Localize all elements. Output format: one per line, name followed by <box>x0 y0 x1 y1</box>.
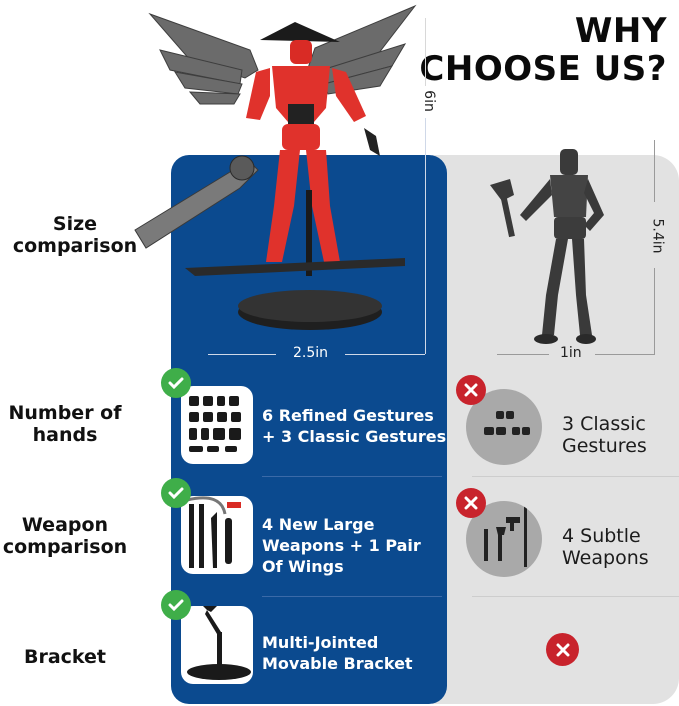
their-hands-text: 3 Classic Gestures <box>562 413 647 457</box>
hand-gestures-small-icon <box>484 411 530 435</box>
row-label-size-line1: Size <box>52 213 98 235</box>
cross-icon <box>456 375 486 405</box>
row-label-weapons-line1: Weapon <box>21 514 109 536</box>
row-label-size: Size comparison <box>0 213 150 257</box>
check-icon <box>161 590 191 620</box>
hand-gestures-thumbnail <box>181 386 253 464</box>
headline-line-2: CHOOSE US? <box>419 49 667 89</box>
our-weapons-line2: Weapons + 1 Pair <box>262 536 421 555</box>
their-weapons-line2: Weapons <box>562 547 649 569</box>
our-bracket-line2: Movable Bracket <box>262 654 413 673</box>
their-width-label: 1in <box>560 345 582 361</box>
our-hands-text: 6 Refined Gestures + 3 Classic Gestures <box>262 405 446 447</box>
bracket-thumbnail <box>181 606 253 684</box>
divider <box>472 476 679 477</box>
our-weapons-line3: Of Wings <box>262 557 344 576</box>
check-icon <box>161 478 191 508</box>
row-label-size-line2: comparison <box>12 235 138 257</box>
their-height-label: 5.4in <box>649 218 666 254</box>
row-label-bracket-line1: Bracket <box>23 646 107 668</box>
headline-line-1: WHY <box>574 11 667 51</box>
weapons-small-icon <box>484 501 527 567</box>
red-action-figure-image <box>134 4 417 330</box>
height-dimension-line <box>425 18 426 86</box>
their-hands-line1: 3 Classic <box>562 413 646 435</box>
their-hands-line2: Gestures <box>562 435 647 457</box>
our-weapons-text: 4 New Large Weapons + 1 Pair Of Wings <box>262 514 421 577</box>
width-dimension-line <box>345 354 425 355</box>
height-dimension-line <box>654 140 655 202</box>
stand-bracket-icon <box>187 606 251 680</box>
row-label-hands-line1: Number of <box>8 402 122 424</box>
headline: WHY CHOOSE US? <box>419 12 667 88</box>
hand-gestures-grid-icon <box>189 396 241 452</box>
row-label-weapons: Weapon comparison <box>0 514 140 558</box>
their-weapons-text: 4 Subtle Weapons <box>562 525 649 569</box>
row-label-hands: Number of hands <box>0 402 140 446</box>
our-weapons-line1: 4 New Large <box>262 515 375 534</box>
row-label-bracket: Bracket <box>0 646 140 668</box>
weapons-set-icon <box>186 496 241 568</box>
our-width-label: 2.5in <box>293 345 329 361</box>
cross-icon <box>456 488 486 518</box>
height-dimension-line <box>425 118 426 354</box>
divider <box>472 596 679 597</box>
their-weapons-line1: 4 Subtle <box>562 525 641 547</box>
grey-action-figure-image <box>490 149 604 344</box>
divider <box>262 596 442 597</box>
our-hands-line1: 6 Refined Gestures <box>262 406 434 425</box>
our-hands-line2: + 3 Classic Gestures <box>262 427 447 446</box>
row-label-weapons-line2: comparison <box>2 536 128 558</box>
width-dimension-line <box>497 354 549 355</box>
our-bracket-line1: Multi-Jointed <box>262 633 379 652</box>
cross-icon <box>546 633 579 666</box>
weapons-thumbnail <box>181 496 253 574</box>
height-dimension-line <box>654 268 655 354</box>
width-dimension-line <box>208 354 276 355</box>
our-bracket-text: Multi-Jointed Movable Bracket <box>262 632 413 674</box>
check-icon <box>161 368 191 398</box>
row-label-hands-line2: hands <box>32 424 98 446</box>
width-dimension-line <box>595 354 655 355</box>
divider <box>262 476 442 477</box>
